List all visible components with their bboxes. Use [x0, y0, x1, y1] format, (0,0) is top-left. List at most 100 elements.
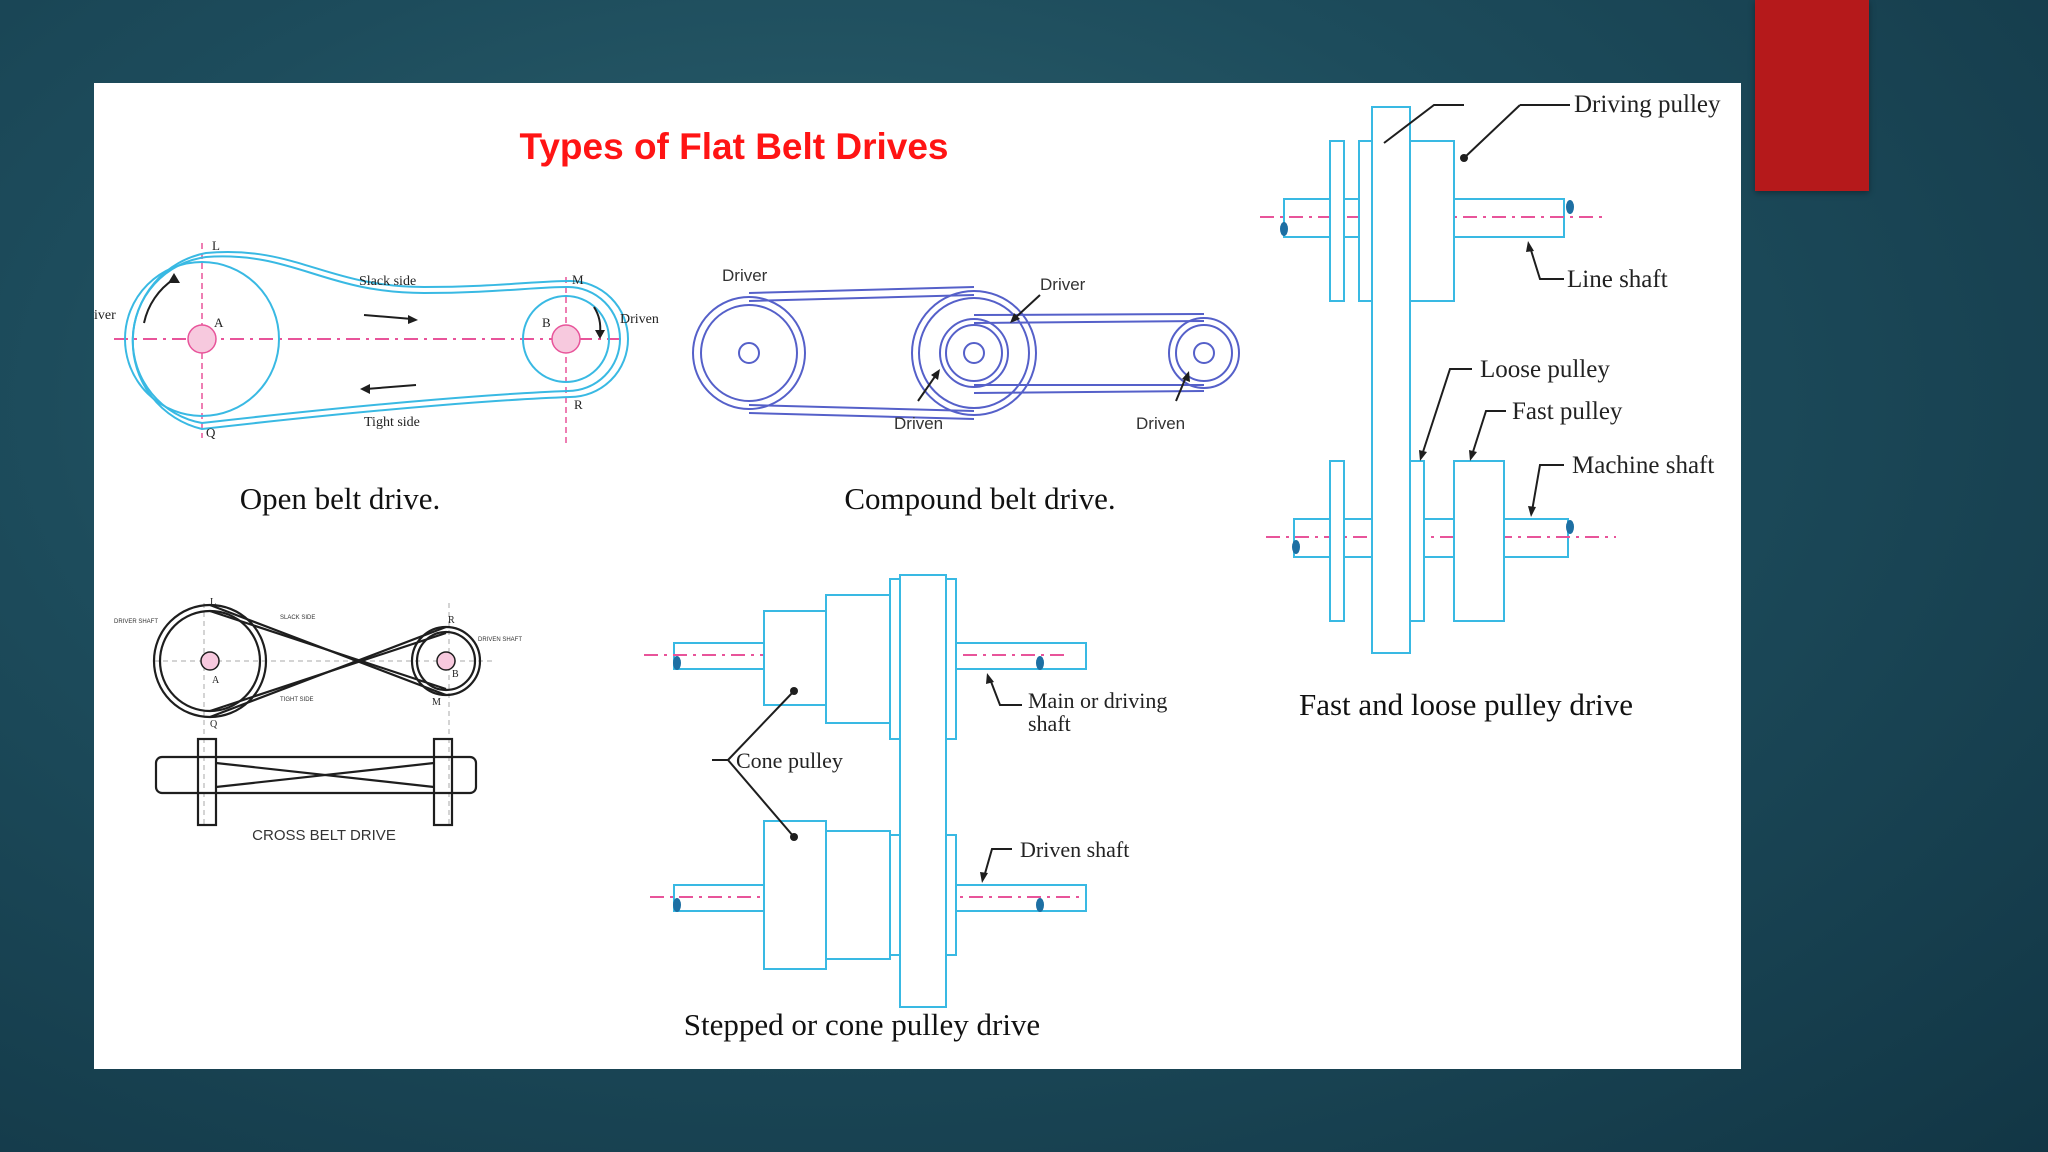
point-R: R [574, 397, 583, 412]
cross-side-view-shaft-right [432, 737, 454, 827]
driver-shaft-hub [187, 324, 217, 354]
driver-pulley-hub [738, 342, 760, 364]
slide-content-panel: Types of Flat Belt Drives Slack side Tig… [94, 83, 1741, 1069]
cone-leader-upper [727, 690, 795, 761]
fast-loose-pulley-drive: Driving pulley Line shaft Loose pulley F… [1260, 91, 1721, 722]
line-shaft-label: Line shaft [1567, 266, 1668, 293]
compound-belt-caption: Compound belt drive. [844, 481, 1115, 516]
main-shaft-end-right [1036, 656, 1044, 670]
driven-shaft-arrowhead [980, 872, 988, 883]
tight-arrowhead [360, 384, 370, 394]
open-belt-caption: Open belt drive. [240, 481, 441, 516]
open-belt-drive: Slack side Tight side iver Driven L M Q … [94, 238, 659, 516]
tight-direction-arrow [365, 384, 417, 390]
loose-pulley-right [1409, 460, 1425, 622]
cone-pulley-caption: Stepped or cone pulley drive [684, 1007, 1040, 1042]
rotation-arrowhead-driven [595, 330, 605, 339]
compound-pulley-hub [963, 342, 985, 364]
loose-pulley-leader [1421, 368, 1472, 456]
cone-leader-lower [727, 759, 795, 838]
loose-pulley-label: Loose pulley [1480, 356, 1610, 383]
driver2-leader [1013, 294, 1041, 320]
driver-pulley [124, 261, 280, 417]
driver2-arrowhead [1010, 313, 1020, 323]
compound-belt-drive: Driver Driver Driven Driven Compound bel… [692, 266, 1240, 516]
upper-cone-step-3 [889, 578, 901, 740]
machine-shaft-leader [1531, 464, 1564, 512]
open-belt-outer [131, 251, 629, 431]
upper-cone-step-3b [945, 578, 957, 740]
driver-pulley-outer [692, 296, 806, 410]
slack-direction-arrow [363, 314, 413, 320]
final-driven-pulley-outer [1168, 317, 1240, 389]
cross-belt-strand-2b [209, 631, 447, 713]
belt1-bottom-inner [748, 404, 975, 412]
cross-point-R: R [448, 615, 455, 626]
driven-2-label: Driven [1136, 414, 1185, 433]
red-accent-block [1755, 0, 1869, 191]
loose-pulley-left [1329, 460, 1345, 622]
compound-pulley-large-inner [918, 297, 1030, 409]
cone-belt [899, 574, 947, 1008]
final-driven-pulley-hub [1193, 342, 1215, 364]
compound-pulley-large-outer [911, 290, 1037, 416]
driven1-arrowhead [931, 369, 940, 380]
final-driven-pulley-inner [1175, 324, 1233, 382]
point-M: M [572, 272, 584, 287]
fast-pulley [1453, 460, 1505, 622]
main-shaft-leader [989, 678, 1022, 706]
lower-cone-step-1 [763, 820, 827, 970]
driver-2-label: Driver [1040, 275, 1086, 294]
compound-pulley-small-outer [939, 318, 1009, 388]
tight-side-label: Tight side [364, 415, 420, 430]
cross-driven-pulley-inner [415, 630, 477, 692]
belt-drives-diagram: Types of Flat Belt Drives Slack side Tig… [94, 91, 1721, 1042]
belt1-top-inner [748, 294, 975, 302]
driven-1-label: Driven [894, 414, 943, 433]
rotation-arrow-driver [143, 278, 175, 324]
slide-title: Types of Flat Belt Drives [519, 126, 948, 167]
cross-belt-drive: DRIVER SHAFT SLACK SIDE TIGHT SIDE DRIVE… [114, 597, 522, 844]
cross-belt-caption: CROSS BELT DRIVE [252, 827, 396, 844]
cross-side-view-frame [154, 755, 478, 795]
driving-pulley-label: Driving pulley [1574, 91, 1721, 118]
machine-shaft-end-right [1566, 520, 1574, 534]
cross-point-B: B [452, 669, 459, 680]
slack-side-label: Slack side [359, 274, 416, 289]
machine-shaft-arrowhead [1528, 506, 1536, 517]
point-B: B [542, 315, 551, 330]
driven-shaft-label: Driven shaft [1020, 837, 1129, 862]
driving-pulley-leader-line [1463, 104, 1521, 159]
main-shaft-label-line1: Main or driving [1028, 688, 1167, 713]
machine-shaft-end-left [1292, 540, 1300, 554]
cone-pulley-drive: Main or driving shaft Cone pulley Driven… [644, 574, 1167, 1042]
lower-cone-step-2 [825, 830, 891, 960]
cross-point-M: M [432, 697, 441, 708]
main-shaft-arrowhead [986, 673, 994, 684]
fast-loose-caption: Fast and loose pulley drive [1299, 687, 1633, 722]
driver-label: iver [94, 308, 116, 323]
rotation-arrowhead-driver [168, 273, 180, 283]
driven-shaft-end-right [1036, 898, 1044, 912]
loose-pulley-arrowhead [1419, 450, 1427, 461]
upper-cone-step-2 [825, 594, 891, 724]
cone-pulley-label: Cone pulley [736, 748, 843, 773]
fast-pulley-arrowhead [1469, 450, 1477, 461]
line-shaft-end-right [1566, 200, 1574, 214]
driven-shaft-end-left [673, 898, 681, 912]
fast-pulley-leader [1471, 410, 1506, 456]
belt2-top-inner [973, 320, 1205, 324]
belt1-bottom [748, 412, 975, 420]
belt1-top [748, 286, 975, 294]
cross-driver-hub [200, 651, 220, 671]
line-shaft-leader [1529, 246, 1564, 280]
main-shaft-label-line2: shaft [1028, 711, 1071, 736]
cross-slack-label: SLACK SIDE [280, 615, 315, 621]
lower-cone-step-3 [889, 834, 901, 956]
driven-pulley [522, 295, 610, 383]
lower-cone-step-3b [945, 834, 957, 956]
cross-driver-shaft-label: DRIVER SHAFT [114, 619, 158, 625]
driven-label: Driven [620, 312, 659, 327]
point-Q: Q [206, 425, 216, 440]
driving-pulley-leader [1383, 104, 1464, 144]
